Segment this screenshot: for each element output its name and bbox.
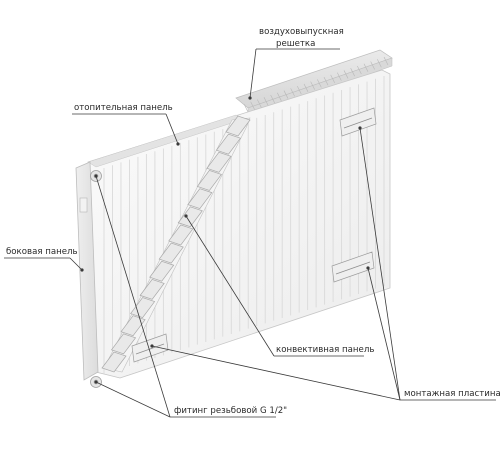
label-fitting: фитинг резьбовой G 1/2" bbox=[174, 406, 287, 416]
label-side-panel: боковая панель bbox=[6, 247, 78, 257]
label-mounting-plate: монтажная пластина bbox=[404, 389, 500, 399]
convection-fin bbox=[187, 188, 213, 210]
grille-slot bbox=[323, 77, 329, 86]
callout-air-grille: воздуховыпускная решетка bbox=[248, 27, 344, 100]
callout-heating-panel: отопительная панель bbox=[72, 103, 180, 146]
convection-fin bbox=[120, 315, 146, 337]
grille-slot bbox=[383, 56, 389, 66]
side-panel-shape bbox=[75, 161, 99, 381]
grille-slot bbox=[343, 70, 349, 79]
grille-slot bbox=[257, 99, 262, 108]
callout-side-panel: боковая панель bbox=[4, 247, 84, 272]
grille-slot bbox=[243, 103, 249, 113]
grille-slot bbox=[350, 68, 355, 77]
convection-fin bbox=[110, 333, 137, 355]
convection-fin bbox=[206, 151, 232, 173]
mounting-plate-top bbox=[339, 107, 377, 137]
label-air-grille-line1: воздуховыпускная bbox=[259, 27, 344, 37]
grille-slot bbox=[263, 97, 269, 106]
mounting-plate-bottom bbox=[331, 251, 375, 283]
label-heating-panel: отопительная панель bbox=[74, 103, 173, 113]
grille-slot bbox=[337, 72, 342, 81]
grille-slot bbox=[330, 74, 335, 84]
grille-slot bbox=[377, 59, 382, 68]
convection-fin bbox=[101, 351, 127, 373]
grille-slot bbox=[303, 83, 309, 92]
convection-fin bbox=[139, 278, 165, 300]
grille-slot bbox=[270, 94, 275, 104]
convection-fin bbox=[196, 170, 222, 191]
grille-slot bbox=[357, 65, 362, 75]
convection-fin bbox=[158, 242, 184, 264]
convection-fin bbox=[168, 224, 194, 246]
grille-slot bbox=[290, 88, 295, 97]
convection-fins-cutaway bbox=[101, 115, 251, 373]
grille-slot bbox=[370, 61, 375, 70]
mounting-plate-left-bottom bbox=[131, 333, 169, 363]
convection-fin bbox=[130, 297, 156, 318]
grille-slot bbox=[317, 79, 322, 88]
convection-fin bbox=[149, 260, 175, 282]
grille-slot bbox=[277, 92, 282, 101]
grille-slot bbox=[250, 101, 255, 110]
callout-mounting-plate: монтажная пластина bbox=[150, 126, 500, 401]
convection-fin bbox=[215, 133, 242, 155]
grille-slot bbox=[297, 85, 302, 95]
label-air-grille-line2: решетка bbox=[276, 39, 315, 49]
convection-fin bbox=[225, 115, 251, 137]
callout-convection-panel: конвективная панель bbox=[184, 214, 374, 357]
label-convection-panel: конвективная панель bbox=[276, 345, 374, 355]
convection-fin bbox=[177, 206, 203, 228]
grille-slot bbox=[283, 90, 289, 99]
callout-fitting: фитинг резьбовой G 1/2" bbox=[94, 174, 287, 418]
grille-slot bbox=[310, 81, 315, 90]
radiator-body bbox=[75, 49, 393, 388]
heating-panel-shape bbox=[87, 69, 391, 379]
grille-slot bbox=[363, 63, 369, 72]
